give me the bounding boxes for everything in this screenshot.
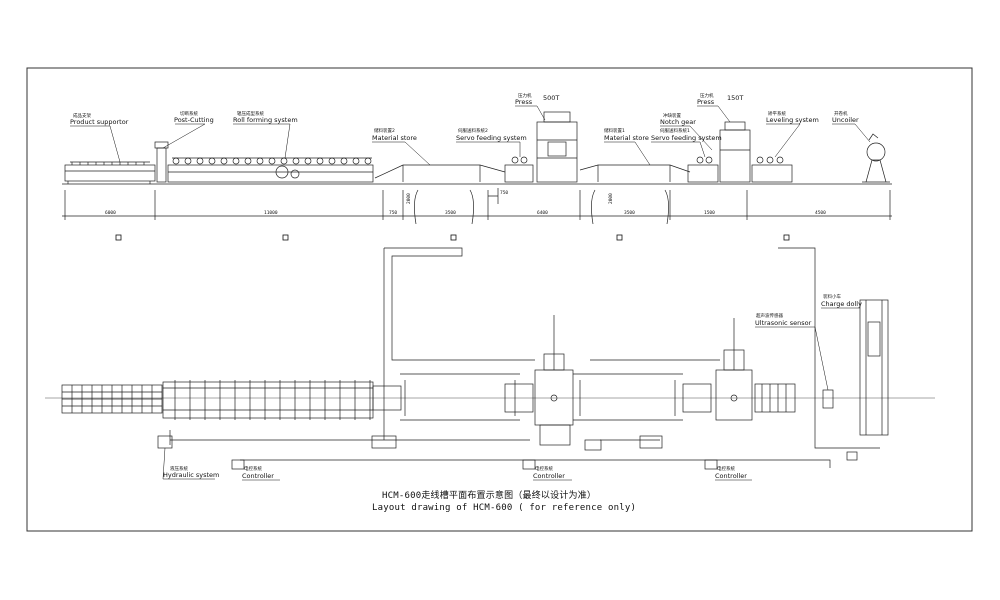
dimension-line	[62, 188, 892, 220]
servo-feeding-1	[687, 156, 719, 183]
dimension-value: 4500	[815, 210, 826, 216]
label-press-150-cn: 压力机	[700, 92, 714, 99]
leveling-machine	[751, 156, 793, 183]
plan-view	[45, 247, 935, 470]
label-hydraulic-en: Hydraulic system	[163, 471, 219, 479]
label-material-store-2-en: Material store	[372, 134, 417, 142]
label-roll-forming-en: Roll forming system	[233, 116, 298, 124]
dimension-value: 3500	[624, 210, 635, 216]
label-hydraulic-cn: 液压系统	[170, 465, 188, 472]
label-servo-feeding-2-en: Servo feeding system	[456, 134, 527, 142]
elevation-leader-lines	[70, 105, 871, 166]
label-material-store-1-cn: 储料装置1	[604, 127, 625, 134]
label-notch-gear-en: Notch gear	[660, 118, 696, 126]
servo-feeding-2	[504, 156, 534, 183]
label-servo-feeding-1-cn: 伺服送料系统1	[660, 127, 690, 134]
controller-box	[231, 459, 245, 470]
plan-press-500t	[534, 315, 574, 446]
label-charge-dolly-en: Charge dolly	[821, 300, 862, 308]
label-roll-forming-cn: 辊压成型系统	[237, 110, 264, 117]
plan-roll-forming	[162, 380, 402, 420]
label-controller-1-en: Controller	[242, 472, 274, 480]
drawing-title-en: Layout drawing of HCM-600 ( for referenc…	[372, 503, 636, 513]
label-notch-gear-cn: 冲缺装置	[663, 112, 681, 119]
label-product-supporter-cn: 成品支架	[73, 112, 91, 119]
material-store-1	[579, 164, 691, 225]
label-controller-2-cn: 电控系统	[535, 465, 553, 472]
label-leveling-cn: 矫平系统	[768, 110, 786, 117]
dimension-value: 2000	[608, 193, 614, 204]
dimension-value: 750	[389, 210, 397, 216]
control-panel	[639, 435, 663, 449]
label-press-500-tonnage: 500T	[543, 94, 559, 102]
label-press-500-en: Press	[515, 98, 533, 106]
product-supporter-machine	[64, 161, 156, 184]
section-markers	[115, 234, 790, 241]
plan-material-store-1	[573, 359, 720, 421]
label-material-store-1-en: Material store	[604, 134, 649, 142]
plan-callouts: 液压系统 Hydraulic system 电控系统 Controller 电控…	[163, 293, 862, 480]
dimension-value: 750	[500, 190, 508, 196]
post-cutting-machine	[154, 141, 169, 183]
label-uncoiler-en: Uncoiler	[832, 116, 859, 124]
label-controller-3-cn: 电控系统	[717, 465, 735, 472]
label-uncoiler-cn: 开卷机	[834, 110, 848, 117]
elevation-callouts: 成品支架 Product supportor 切断系统 Post-Cutting…	[70, 92, 859, 142]
plan-leveling	[754, 383, 796, 413]
label-press-150-en: Press	[697, 98, 715, 106]
controller-box	[704, 459, 718, 470]
drawing-frame	[26, 67, 973, 532]
label-controller-3-en: Controller	[715, 472, 747, 480]
controller-box	[522, 459, 536, 470]
roll-forming-machine	[167, 157, 374, 183]
label-press-500-cn: 压力机	[518, 92, 532, 99]
drawing-title-cn: HCM-600走线槽平面布置示意图（最终以设计为准）	[382, 489, 596, 501]
label-charge-dolly-cn: 装料小车	[823, 293, 841, 300]
material-store-2	[374, 164, 506, 225]
label-press-150-tonnage: 150T	[727, 94, 743, 102]
label-post-cutting-cn: 切断系统	[180, 110, 198, 117]
label-controller-1-cn: 电控系统	[244, 465, 262, 472]
dimension-value: 3500	[445, 210, 456, 216]
plan-press-150t	[715, 318, 753, 421]
plan-right-frame	[778, 247, 889, 461]
uncoiler-machine	[862, 133, 890, 183]
press-150t	[719, 121, 751, 183]
dimension-value: 6000	[105, 210, 116, 216]
label-material-store-2-cn: 储料装置2	[374, 127, 395, 134]
dimension-value: 11000	[264, 210, 278, 216]
label-ultrasonic-cn: 超声波传感器	[756, 312, 783, 319]
dimension-value: 6400	[537, 210, 548, 216]
label-product-supporter-en: Product supportor	[70, 118, 129, 126]
plan-cable-trays	[169, 430, 831, 468]
control-panel	[584, 439, 602, 451]
dimension-value: 1500	[704, 210, 715, 216]
label-ultrasonic-en: Ultrasonic sensor	[755, 319, 812, 327]
label-servo-feeding-2-cn: 伺服送料系统2	[458, 127, 488, 134]
plan-material-store-2	[371, 247, 535, 449]
plan-product-supporter	[61, 384, 163, 414]
label-leveling-en: Leveling system	[766, 116, 819, 124]
plan-leader-lines	[162, 307, 860, 481]
label-post-cutting-en: Post-Cutting	[174, 116, 214, 124]
label-servo-feeding-1-en: Servo feeding system	[651, 134, 722, 142]
dimension-value: 2000	[406, 193, 412, 204]
label-controller-2-en: Controller	[533, 472, 565, 480]
dimension-labels: 6000 11000 750 2000 3500 750 6400 2000 3…	[105, 190, 826, 216]
press-500t	[536, 111, 578, 183]
